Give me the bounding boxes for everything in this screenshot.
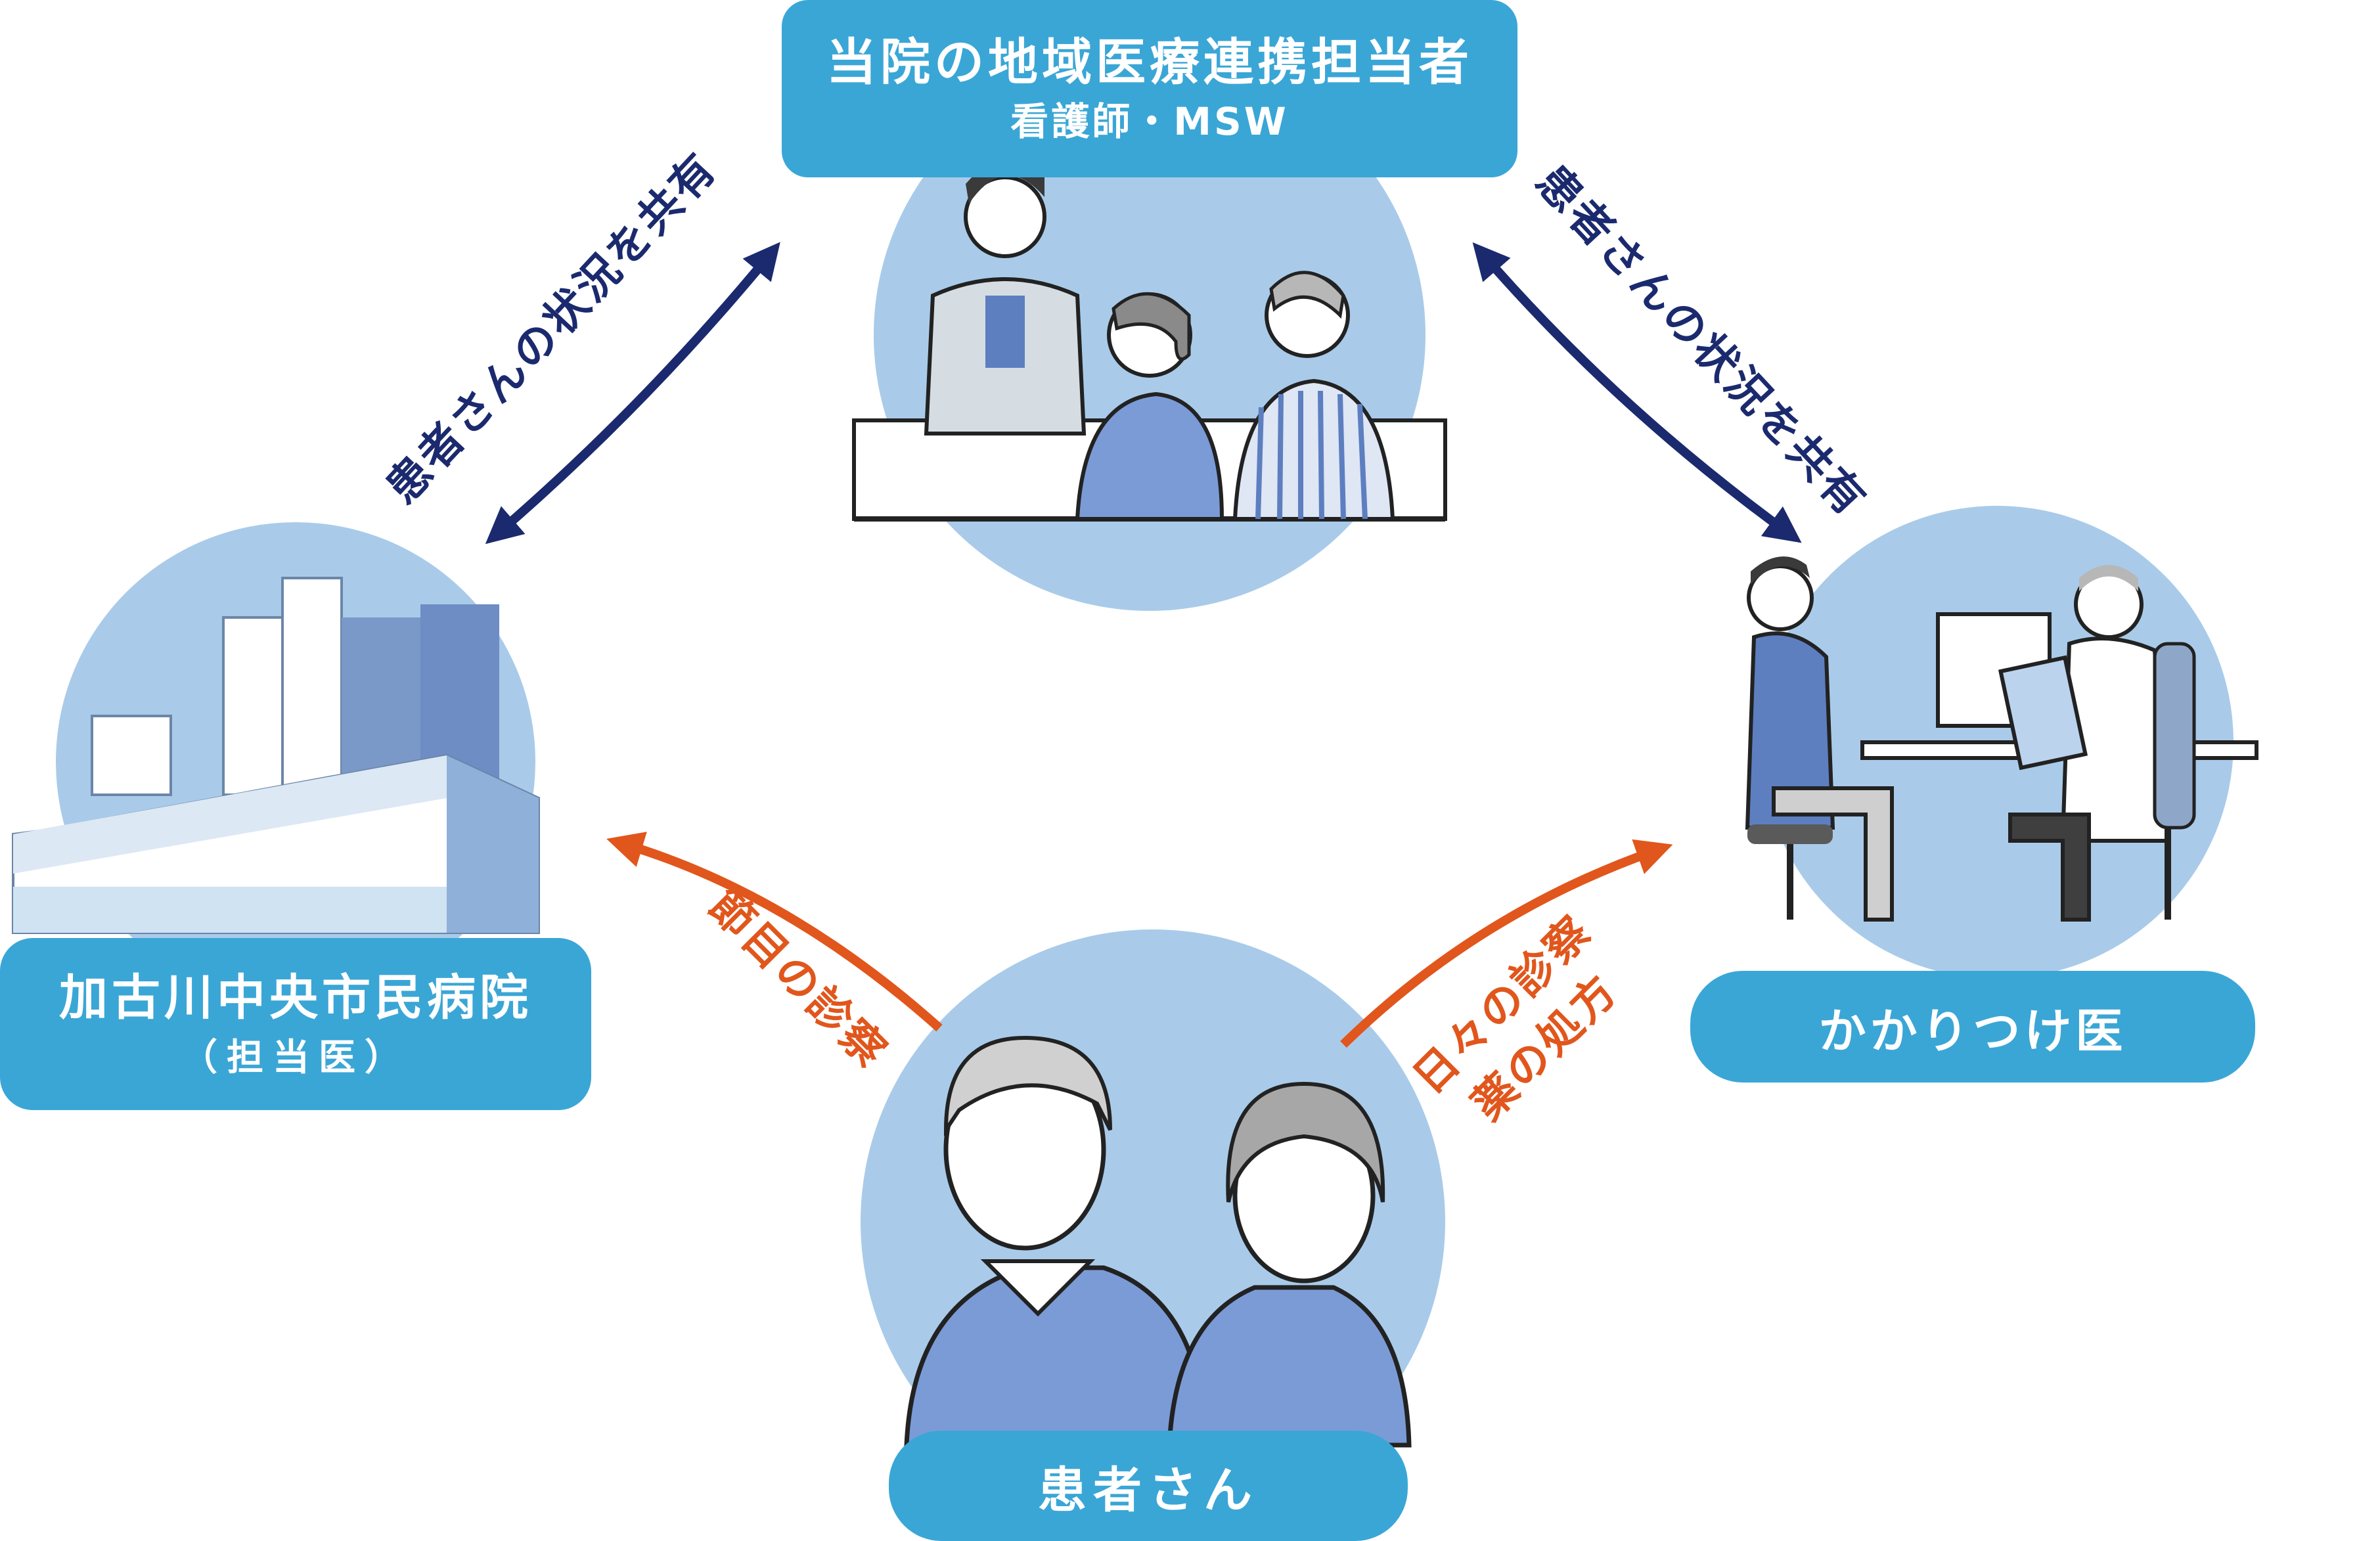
- share-arrow-right: [1472, 242, 1802, 543]
- gp-illustration: [1745, 506, 2258, 979]
- hospital-illustration: [12, 522, 540, 1002]
- hospital-label: 加古川中央市民病院 （担当医）: [0, 938, 591, 1110]
- patient-label: 患者さん: [889, 1431, 1408, 1541]
- patient-title: 患者さん: [1038, 1462, 1259, 1519]
- coordinator-subtitle: 看護師・MSW: [1010, 99, 1289, 144]
- gp-label: かかりつけ医: [1690, 971, 2255, 1083]
- daily-exam-arrow: [1340, 839, 1673, 1048]
- gp-title: かかりつけ医: [1818, 1003, 2127, 1059]
- coordinator-label: 当院の地域医療連携担当者 看護師・MSW: [782, 0, 1517, 177]
- coordinator-title: 当院の地域医療連携担当者: [826, 33, 1473, 91]
- coordinator-illustration: [852, 59, 1447, 611]
- hospital-title: 加古川中央市民病院: [59, 970, 532, 1026]
- checkup-arrow: [606, 832, 943, 1032]
- share-arrow-left: [485, 242, 780, 545]
- patient-illustration: [861, 929, 1445, 1514]
- hospital-subtitle: （担当医）: [181, 1037, 411, 1079]
